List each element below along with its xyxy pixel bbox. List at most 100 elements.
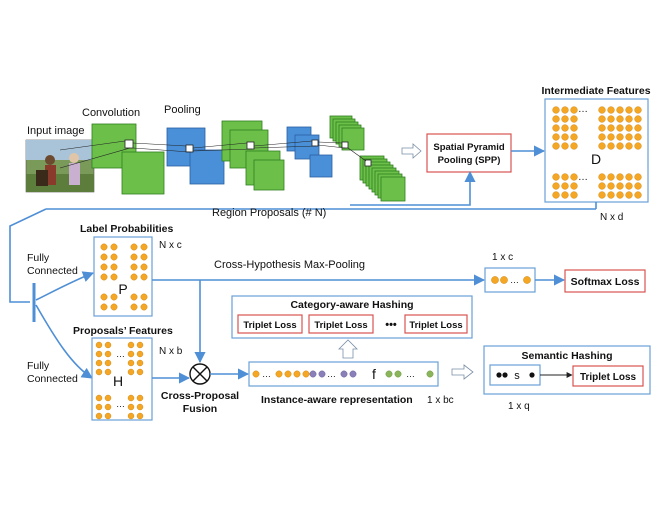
fc-label-2b: Connected <box>27 373 78 385</box>
feature-flow-line <box>9 208 47 303</box>
input-image <box>25 139 95 193</box>
node <box>130 253 138 261</box>
input-image-label: Input image <box>27 125 84 137</box>
softmax-loss-box <box>564 269 646 293</box>
label-symbol: P <box>118 281 127 297</box>
node <box>127 341 135 349</box>
node <box>104 359 112 367</box>
node <box>625 115 633 123</box>
node <box>140 253 148 261</box>
triplet-loss-label: Triplet Loss <box>243 320 296 331</box>
node <box>100 293 108 301</box>
node <box>598 133 606 141</box>
node <box>625 106 633 114</box>
node <box>130 293 138 301</box>
node <box>136 368 144 376</box>
node <box>502 372 508 378</box>
node <box>607 133 615 141</box>
cross-proposal-label-1: Cross-Proposal <box>161 390 239 402</box>
node <box>136 403 144 411</box>
node <box>625 191 633 199</box>
node <box>616 133 624 141</box>
node <box>140 263 148 271</box>
instance-label: Instance-aware representation <box>261 394 413 406</box>
node <box>616 173 624 181</box>
node <box>607 191 615 199</box>
node <box>616 191 624 199</box>
node <box>394 370 402 378</box>
node <box>598 115 606 123</box>
pooling-label: Pooling <box>164 104 201 116</box>
triplet-loss-label: Triplet Loss <box>314 320 367 331</box>
node <box>570 142 578 150</box>
node <box>127 350 135 358</box>
spp-label-line1: Spatial Pyramid <box>433 142 504 153</box>
label-dims: N x c <box>159 240 182 251</box>
instance-dims: 1 x bc <box>427 395 454 406</box>
node <box>95 394 103 402</box>
node <box>110 293 118 301</box>
node <box>607 182 615 190</box>
node <box>340 370 348 378</box>
kernel-window <box>246 141 255 150</box>
node <box>561 173 569 181</box>
label-probabilities-title: Label Probabilities <box>80 223 174 235</box>
triplet-loss-label: Triplet Loss <box>409 320 462 331</box>
node <box>385 370 393 378</box>
node <box>104 350 112 358</box>
node <box>140 243 148 251</box>
node <box>140 273 148 281</box>
instance-symbol: f <box>372 366 376 382</box>
node <box>598 106 606 114</box>
node <box>284 370 292 378</box>
node <box>349 370 357 378</box>
node <box>127 368 135 376</box>
kernel-window <box>185 144 194 153</box>
node <box>100 263 108 271</box>
node <box>634 133 642 141</box>
node <box>607 173 615 181</box>
proposals-dims: N x b <box>159 346 183 357</box>
node <box>616 124 624 132</box>
spp-label-line2: Pooling (SPP) <box>438 155 501 166</box>
node <box>552 173 560 181</box>
semantic-triplet-box <box>572 365 644 387</box>
node <box>598 182 606 190</box>
ellipsis: … <box>578 104 588 115</box>
proposals-symbol: H <box>113 373 123 389</box>
node <box>607 124 615 132</box>
node <box>607 115 615 123</box>
node <box>104 412 112 420</box>
node <box>318 370 326 378</box>
node <box>252 370 260 378</box>
intermediate-features-title: Intermediate Features <box>541 85 650 97</box>
node <box>127 403 135 411</box>
node <box>634 173 642 181</box>
node <box>302 370 310 378</box>
node <box>598 191 606 199</box>
node <box>561 133 569 141</box>
ellipsis: … <box>406 369 415 379</box>
node <box>104 394 112 402</box>
node <box>561 124 569 132</box>
proposal-feature-nodes <box>95 341 144 420</box>
node <box>523 276 531 284</box>
softmax-loss-label: Softmax Loss <box>571 276 640 288</box>
triplet-loss-box <box>237 314 303 334</box>
semantic-triplet-label: Triplet Loss <box>580 372 637 383</box>
node <box>570 124 578 132</box>
node <box>625 182 633 190</box>
kernel-window <box>341 141 349 149</box>
node <box>570 106 578 114</box>
fusion-circled-times-icon <box>189 363 211 385</box>
node <box>616 106 624 114</box>
conv-feature-map <box>121 151 165 195</box>
ellipsis: … <box>262 369 271 379</box>
node <box>634 106 642 114</box>
kernel-window <box>124 139 134 149</box>
node <box>616 115 624 123</box>
pool-feature-map <box>189 149 225 185</box>
node <box>104 368 112 376</box>
node <box>561 182 569 190</box>
arrow-fc-to-proposals <box>35 304 93 379</box>
